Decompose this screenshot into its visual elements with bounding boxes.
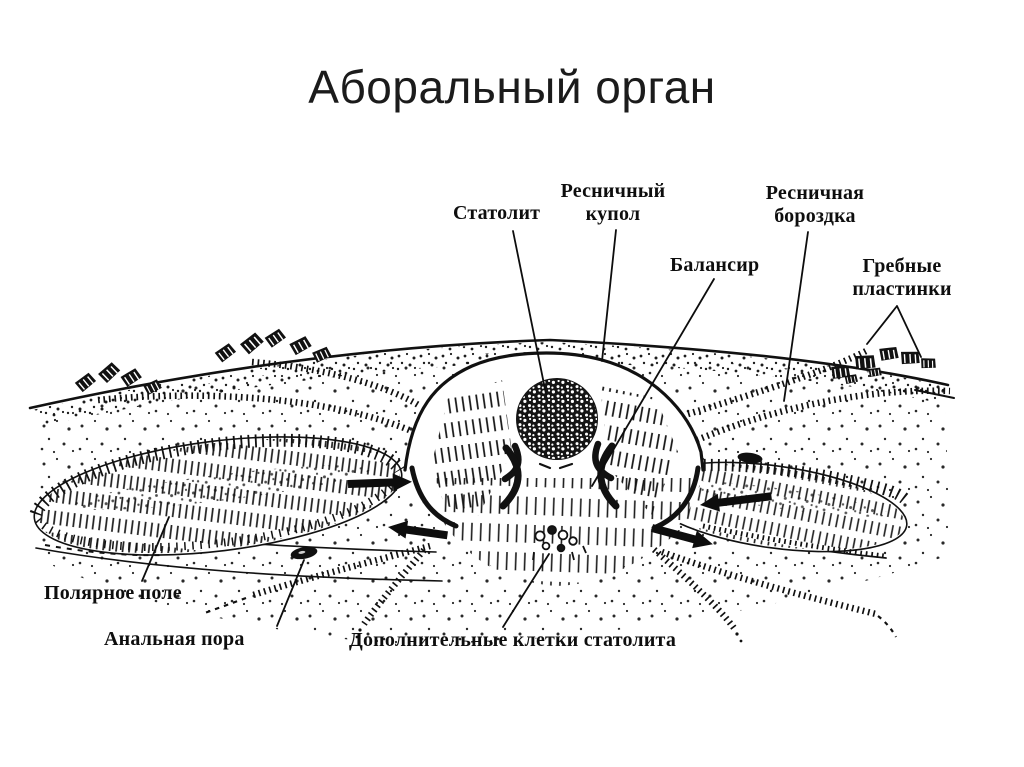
top-stipple-band: [32, 342, 946, 425]
balancer-cilia: [499, 442, 620, 510]
label-comb-plates: Гребные пластинки: [852, 255, 952, 300]
label-anal-pore: Анальная пора: [104, 628, 245, 650]
accessory-cells: [532, 525, 587, 561]
statolith-sphere: [516, 378, 598, 460]
leader-accessory-cells: [502, 553, 550, 628]
cilia-direction-arrows: [347, 473, 772, 549]
leader-balancer: [591, 278, 715, 487]
anal-pore-right: [737, 452, 763, 464]
leader-lines: [141, 229, 922, 628]
ciliated-grooves: [97, 347, 951, 630]
label-ciliary-dome: Ресничный купол: [560, 180, 666, 225]
label-statolith: Статолит: [453, 202, 541, 224]
label-balancer: Балансир: [670, 254, 760, 276]
leader-ciliary-groove: [783, 231, 809, 402]
leader-comb-plates: [866, 305, 922, 358]
polar-field-left: [29, 433, 406, 557]
leader-polar-field: [141, 516, 170, 582]
page-title: Аборальный орган: [308, 61, 716, 113]
leader-ciliary-dome: [601, 229, 617, 362]
label-polar-field: Полярное поле: [44, 582, 182, 604]
groove-dashes: [201, 596, 897, 638]
leader-anal-pore: [276, 559, 305, 627]
groove-end-dots: [355, 628, 743, 643]
label-accessory-cells: Дополнительные клетки статолита: [349, 629, 677, 651]
ciliary-dome: [403, 351, 705, 586]
leader-statolith: [512, 230, 547, 395]
label-ciliary-groove: Ресничная бороздка: [765, 182, 865, 227]
anal-pore-left: [290, 546, 318, 560]
